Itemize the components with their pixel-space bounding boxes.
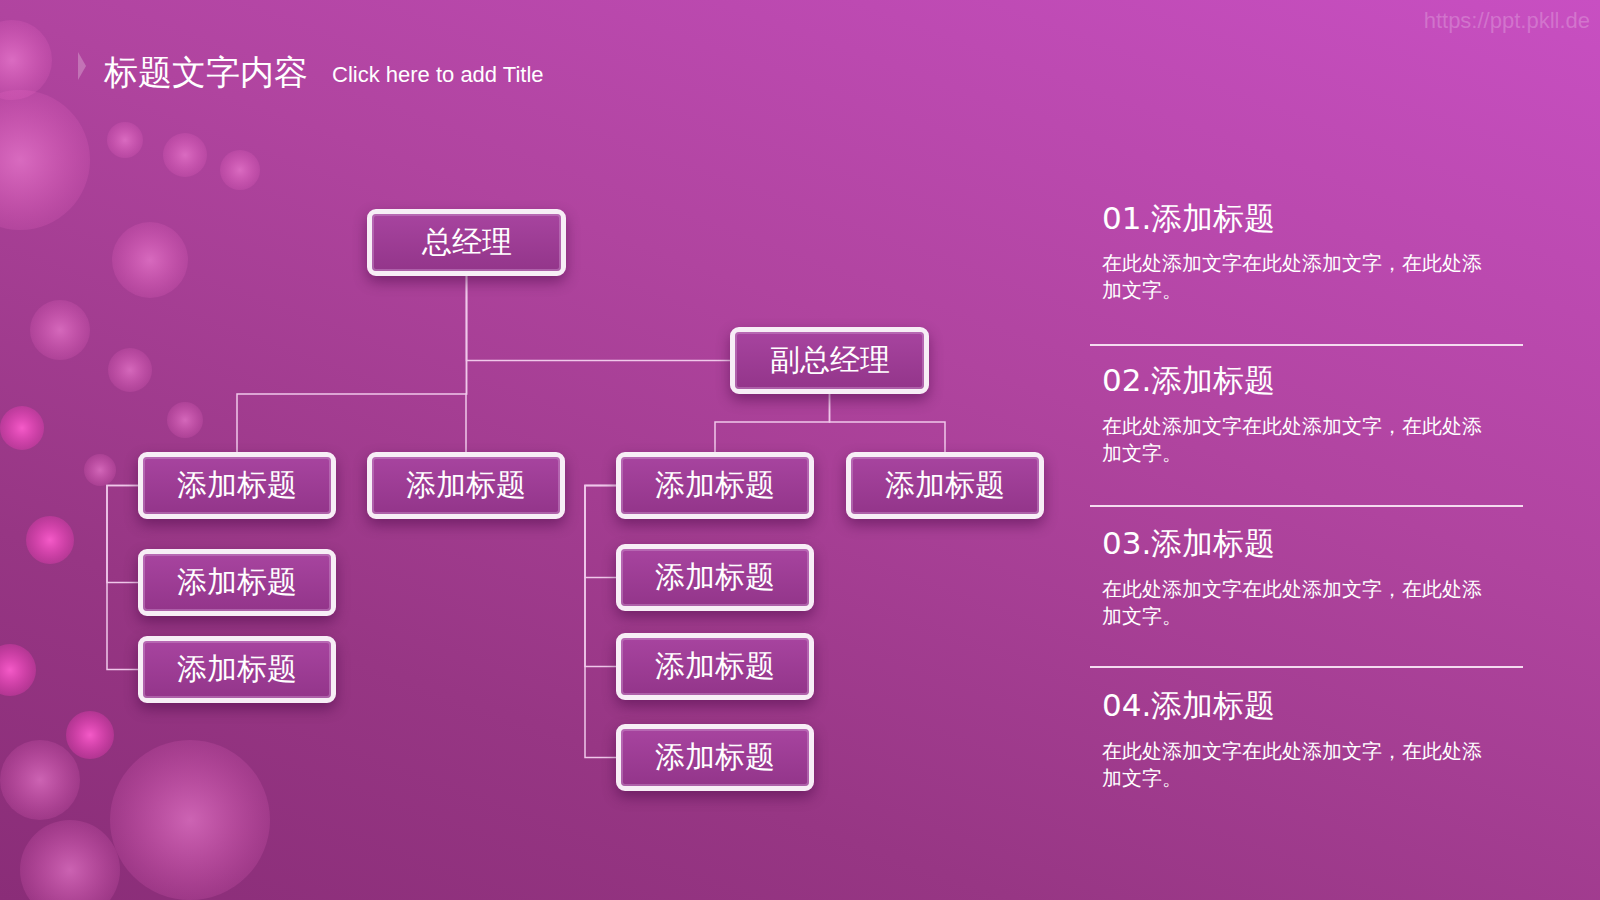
org-box: 添加标题 — [138, 636, 336, 703]
item-body: 在此处添加文字在此处添加文字，在此处添加文字。 — [1102, 250, 1492, 304]
box-label: 添加标题 — [406, 468, 526, 503]
org-connector — [830, 394, 946, 452]
item-body: 在此处添加文字在此处添加文字，在此处添加文字。 — [1102, 576, 1492, 630]
org-connector — [465, 276, 467, 452]
box-label: 添加标题 — [177, 652, 297, 687]
box-label: 添加标题 — [655, 468, 775, 503]
org-box: 添加标题 — [616, 633, 814, 700]
separator — [1090, 505, 1523, 507]
org-box: 添加标题 — [367, 452, 565, 519]
org-connector — [107, 486, 138, 670]
box-label: 添加标题 — [655, 560, 775, 595]
slide-title: 标题文字内容 — [104, 50, 308, 96]
org-connector — [715, 394, 830, 452]
org-box: 添加标题 — [616, 724, 814, 791]
box-label: 总经理 — [422, 225, 512, 260]
box-label: 添加标题 — [655, 649, 775, 684]
item-heading: 03.添加标题 — [1102, 523, 1275, 565]
slide-subtitle: Click here to add Title — [332, 62, 544, 88]
box-label: 添加标题 — [885, 468, 1005, 503]
box-label: 添加标题 — [177, 565, 297, 600]
box-label: 副总经理 — [770, 343, 890, 378]
vp-box: 副总经理 — [730, 327, 929, 394]
item-heading: 01.添加标题 — [1102, 198, 1275, 240]
box-label: 添加标题 — [655, 740, 775, 775]
item-body: 在此处添加文字在此处添加文字，在此处添加文字。 — [1102, 738, 1492, 792]
org-connector — [237, 276, 467, 452]
ceo-box: 总经理 — [367, 209, 566, 276]
org-box: 添加标题 — [138, 549, 336, 616]
org-connector — [585, 486, 616, 578]
org-box: 添加标题 — [846, 452, 1044, 519]
separator — [1090, 344, 1523, 346]
org-box: 添加标题 — [616, 544, 814, 611]
separator — [1090, 666, 1523, 668]
org-connector — [107, 486, 138, 583]
item-heading: 04.添加标题 — [1102, 685, 1275, 727]
title-mark — [78, 52, 86, 80]
org-box: 添加标题 — [616, 452, 814, 519]
org-connector — [585, 486, 616, 667]
item-heading: 02.添加标题 — [1102, 360, 1275, 402]
item-body: 在此处添加文字在此处添加文字，在此处添加文字。 — [1102, 413, 1492, 467]
org-box: 添加标题 — [138, 452, 336, 519]
box-label: 添加标题 — [177, 468, 297, 503]
watermark: https://ppt.pkll.de — [1424, 8, 1590, 34]
org-connector — [585, 486, 616, 758]
org-connector — [467, 276, 731, 361]
